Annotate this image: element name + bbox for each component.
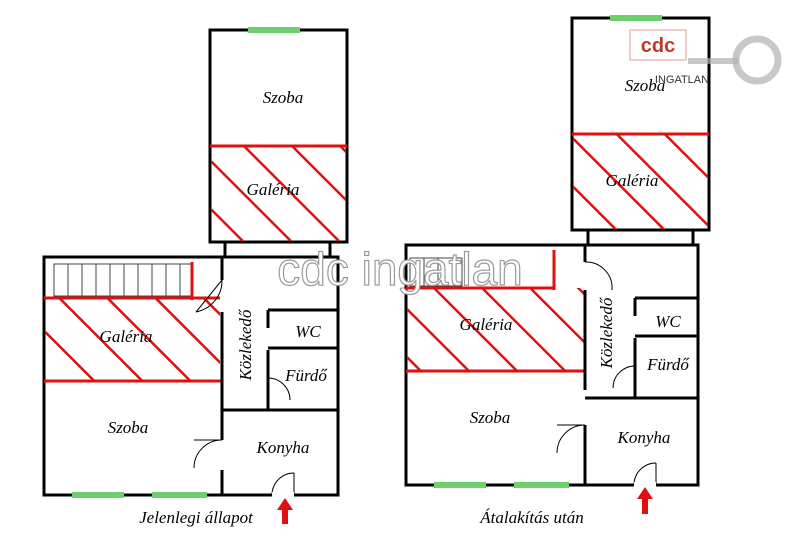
- top-gallery-hatch: [211, 146, 346, 241]
- wc-label: WC: [295, 322, 321, 341]
- top-gallery-label: Galéria: [606, 171, 659, 190]
- stairs: [53, 262, 194, 300]
- window: [514, 482, 569, 488]
- logo-brand: cdc: [641, 35, 675, 57]
- window: [610, 15, 662, 21]
- window: [434, 482, 486, 488]
- top-room-label: Szoba: [263, 88, 304, 107]
- plan-after: Szoba Galéria Galéria Szoba: [404, 15, 711, 527]
- kitchen-label: Konyha: [256, 438, 310, 457]
- main-gallery-hatch: [45, 298, 220, 381]
- brand-logo: cdc INGATLAN: [629, 29, 782, 86]
- caption-current: Jelenlegi állapot: [139, 508, 254, 527]
- top-room-label: Szoba: [625, 76, 666, 95]
- logo-subtitle: INGATLAN: [655, 74, 709, 86]
- main-gallery-hatch: [407, 288, 585, 371]
- window: [152, 492, 207, 498]
- plan-current: Szoba Galéria Galéria Szoba: [42, 27, 349, 527]
- bathroom-label: Fürdő: [646, 355, 690, 374]
- top-gallery-hatch: [573, 134, 708, 229]
- bathroom-label: Fürdő: [284, 366, 328, 385]
- window: [248, 27, 300, 33]
- corridor-label: Közlekedő: [236, 308, 255, 381]
- entrance-arrow-icon: [637, 487, 653, 514]
- wc-label: WC: [655, 312, 681, 331]
- main-gallery-label: Galéria: [100, 327, 153, 346]
- window: [72, 492, 124, 498]
- caption-after: Átalakítás után: [479, 508, 583, 527]
- main-gallery-label: Galéria: [460, 315, 513, 334]
- key-icon: [732, 35, 782, 85]
- watermark-text: cdc ingatlan: [277, 243, 523, 295]
- main-room-label: Szoba: [470, 408, 511, 427]
- corridor-label: Közlekedő: [597, 296, 616, 369]
- main-room-label: Szoba: [108, 418, 149, 437]
- entrance-arrow-icon: [277, 498, 293, 524]
- top-gallery-label: Galéria: [247, 180, 300, 199]
- stairs: [409, 250, 556, 290]
- kitchen-label: Konyha: [617, 428, 671, 447]
